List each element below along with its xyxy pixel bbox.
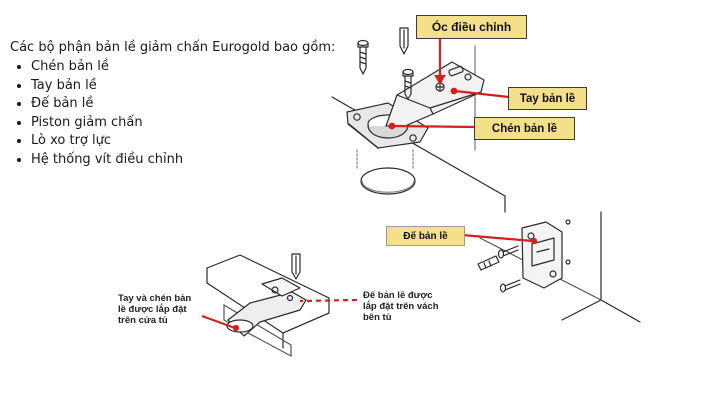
intro-block: Các bộ phận bản lề giảm chấn Eurogold ba… [10, 40, 340, 169]
dowel [483, 260, 492, 269]
hinge-arm [385, 61, 485, 127]
list-item: Tay bản lề [31, 77, 340, 96]
list-item: Đế bản lề [31, 95, 340, 114]
list-item: Piston giảm chấn [31, 114, 340, 133]
list-item: Hệ thống vít điều chỉnh [31, 151, 340, 170]
plate-hole [549, 270, 557, 278]
pointer-arrowhead [434, 74, 446, 86]
parts-list: Chén bản lề Tay bản lề Đế bản lề Piston … [10, 58, 340, 169]
list-item: Lò xo trợ lực [31, 132, 340, 151]
pointer-dot [450, 87, 458, 95]
pointer-door-hinge [201, 314, 236, 330]
hinge-cup [367, 125, 409, 139]
pointer-dot [232, 324, 240, 332]
adjust-screw [271, 286, 279, 294]
screw-hole [409, 134, 417, 142]
screw [497, 245, 519, 259]
wall-edge [600, 299, 641, 323]
plate-hole [565, 259, 571, 265]
pointer-dot [388, 122, 396, 130]
screw [402, 68, 414, 100]
pointer-plate-note [299, 298, 358, 303]
screwdriver [291, 253, 301, 280]
intro-title: Các bộ phận bản lề giảm chấn Eurogold ba… [10, 40, 336, 55]
screw [499, 279, 521, 293]
mounting-plate [521, 221, 563, 289]
adjust-screw [286, 294, 294, 302]
plate-slot [531, 237, 555, 267]
arm-edge [429, 107, 434, 115]
pointer-chen-ban-le [392, 124, 476, 129]
screwdriver [399, 27, 409, 55]
dowel [477, 255, 500, 271]
plate-slot [536, 248, 550, 253]
drill-hole [361, 180, 415, 193]
drill-hole [360, 167, 416, 195]
wall-edge [561, 211, 602, 321]
pointer-de-ban-le [461, 233, 534, 243]
door-panel [282, 312, 330, 334]
list-item: Chén bản lề [31, 58, 340, 77]
arm-slot [448, 65, 464, 77]
plate-hole [527, 232, 535, 240]
pointer-lines [201, 35, 538, 332]
label-tay-ban-le: Tay bản lề [508, 87, 587, 110]
label-de-ban-le: Đế bản lề [386, 226, 465, 246]
door-hinge-arm [261, 277, 301, 297]
door-edge [223, 304, 292, 357]
adjust-screw [464, 73, 472, 81]
plate-hole [565, 219, 571, 225]
pointer-tay-ban-le [454, 89, 510, 99]
screw [357, 39, 369, 75]
note-side-wall-plate: Đế bản lề được lắp đặt trên vách bên tủ [363, 290, 439, 323]
pointer-dot [530, 237, 538, 245]
note-door-hinge: Tay và chén bản lề được lắp đặt trên cửa… [118, 293, 192, 326]
label-chen-ban-le: Chén bản lề [474, 117, 575, 140]
plate-edge [348, 123, 379, 149]
screw-hole [353, 113, 361, 121]
label-oc-dieu-chinh: Óc điều chỉnh [416, 15, 527, 39]
